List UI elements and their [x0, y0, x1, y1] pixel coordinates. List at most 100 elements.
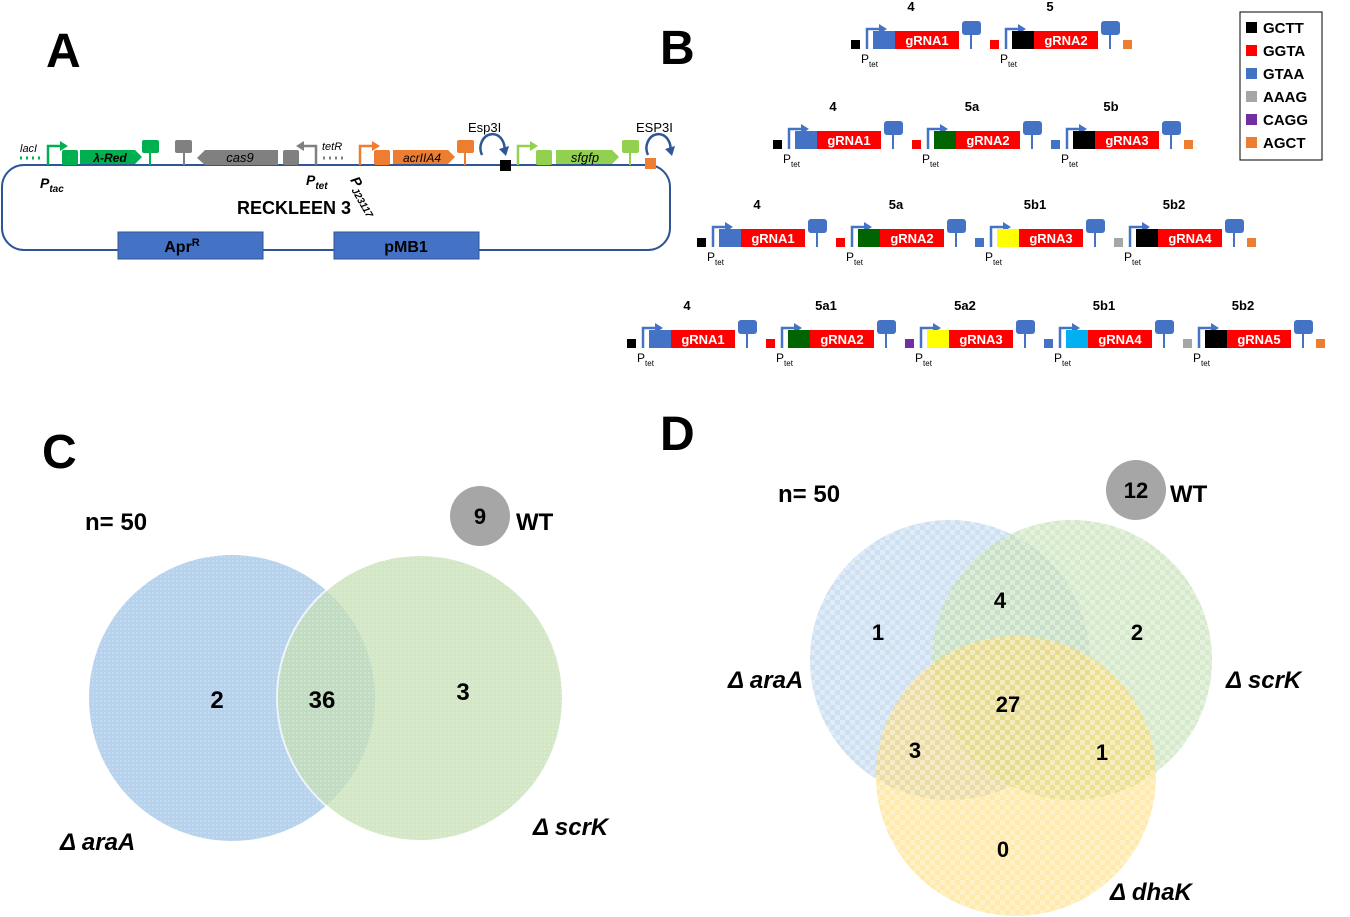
target-number: 5b1: [1024, 197, 1046, 212]
venn-d-n: n= 50: [778, 481, 840, 508]
ptet-label: Ptet: [707, 250, 725, 267]
spacer-block: [1073, 131, 1095, 149]
ptet-label: Ptet: [637, 351, 655, 368]
esp3i-2-label: ESP3I: [636, 120, 673, 135]
overhang-site: [766, 339, 775, 348]
terminator: [1294, 320, 1313, 334]
laci-label: lacI: [20, 143, 37, 155]
legend-swatch: [1246, 45, 1257, 56]
ptet-label: Ptet: [985, 250, 1003, 267]
spacer-block: [997, 229, 1019, 247]
lambda-red-label: λ-Red: [92, 151, 127, 165]
spacer-block: [649, 330, 671, 348]
terminator: [1155, 320, 1174, 334]
venn-d-araa-scrk: 4: [994, 588, 1007, 613]
grna-block: [895, 31, 959, 49]
grna-label: gRNA3: [1029, 231, 1072, 246]
ptet-promoter-arrow: [1065, 127, 1079, 149]
target-number: 5a1: [815, 298, 837, 313]
legend-label: CAGG: [1263, 112, 1308, 129]
grna-label: gRNA2: [966, 133, 1009, 148]
spacer-block: [1066, 330, 1088, 348]
ptet-label: Ptet: [922, 152, 940, 169]
terminator: [962, 21, 981, 35]
legend-label: GGTA: [1263, 43, 1305, 60]
target-number: 5a: [889, 197, 904, 212]
ptet-promoter-arrow: [711, 225, 725, 247]
venn-d-araa-dhak: 3: [909, 738, 921, 763]
ptet-promoter-arrow: [1197, 326, 1211, 348]
target-number: 5b2: [1163, 197, 1185, 212]
venn-c-only-scrk: 3: [456, 679, 469, 706]
ptac-label: Ptac: [40, 175, 64, 195]
terminator: [947, 219, 966, 233]
overhang-site: [1183, 339, 1192, 348]
ptet-label: Ptet: [1193, 351, 1211, 368]
target-number: 4: [829, 99, 837, 114]
grna-block: [1034, 31, 1098, 49]
apr-block: [117, 231, 264, 260]
panel-label-d: D: [660, 408, 695, 461]
spacer-block: [934, 131, 956, 149]
ptet-label: Ptet: [776, 351, 794, 368]
spacer-block: [788, 330, 810, 348]
sfgfp-gene: [556, 150, 619, 164]
ptet-label: Ptet: [1124, 250, 1142, 267]
terminator: [1016, 320, 1035, 334]
venn-d-scrk-label: Δ scrK: [1225, 667, 1303, 694]
legend-swatch: [1246, 137, 1257, 148]
sfgfp-label: sfgfp: [571, 150, 599, 165]
legend-label: AAAG: [1263, 89, 1307, 106]
grna-label: gRNA1: [751, 231, 794, 246]
venn-c: n= 50 9 WT 2 36 3 Δ araA Δ scrK: [59, 486, 610, 856]
overhang-site: [905, 339, 914, 348]
venn-c-n: n= 50: [85, 509, 147, 536]
target-number: 5b1: [1093, 298, 1115, 313]
ptet-promoter-arrow: [865, 27, 879, 49]
target-number: 5a2: [954, 298, 976, 313]
plasmid-map: AprR pMB1 RECKLEEN 3 lacI Ptac λ-Red cas…: [1, 120, 675, 260]
ptet-promoter-arrow: [641, 326, 655, 348]
spacer-block: [927, 330, 949, 348]
venn-d-dhak-only: 0: [997, 837, 1009, 862]
grna-block: [1158, 229, 1222, 247]
panel-label-a: A: [46, 25, 81, 78]
tetr-label: tetR: [322, 141, 342, 153]
cas9-gene: [197, 150, 278, 165]
target-number: 5a: [965, 99, 980, 114]
ptet-label: Ptet: [846, 250, 864, 267]
spacer-block: [1012, 31, 1034, 49]
venn-d-wt-circle: [1106, 460, 1166, 520]
ptet-label: Ptet: [1061, 152, 1079, 169]
terminator: [1162, 121, 1181, 135]
lambda-terminator: [142, 140, 159, 153]
terminator: [1101, 21, 1120, 35]
overhang-site: [773, 140, 782, 149]
esp3i-1-label: Esp3I: [468, 120, 501, 135]
overhang-site: [1123, 40, 1132, 49]
pmb1-block: [333, 231, 480, 260]
overhang-site: [627, 339, 636, 348]
venn-c-scrk-label: Δ scrK: [532, 814, 610, 841]
grna-block: [1095, 131, 1159, 149]
legend-swatch: [1246, 91, 1257, 102]
venn-d-dhak-label: Δ dhaK: [1109, 879, 1194, 906]
grna-block: [810, 330, 874, 348]
target-number: 5: [1046, 0, 1053, 14]
ptet-promoter-arrow: [787, 127, 801, 149]
venn-d-scrk-only: 2: [1131, 620, 1143, 645]
venn-d-araa-only: 1: [872, 620, 884, 645]
agct-site: [645, 158, 656, 169]
grna-label: gRNA5: [1237, 332, 1280, 347]
terminator: [738, 320, 757, 334]
lambda-red-gene: [80, 150, 142, 164]
terminator: [808, 219, 827, 233]
legend-swatch: [1246, 68, 1257, 79]
venn-c-wt-count: 9: [474, 504, 486, 529]
grna-label: gRNA3: [1105, 133, 1148, 148]
venn-d-araa-label: Δ araA: [727, 667, 803, 694]
grna-block: [741, 229, 805, 247]
acriia4-gene: [393, 150, 455, 164]
